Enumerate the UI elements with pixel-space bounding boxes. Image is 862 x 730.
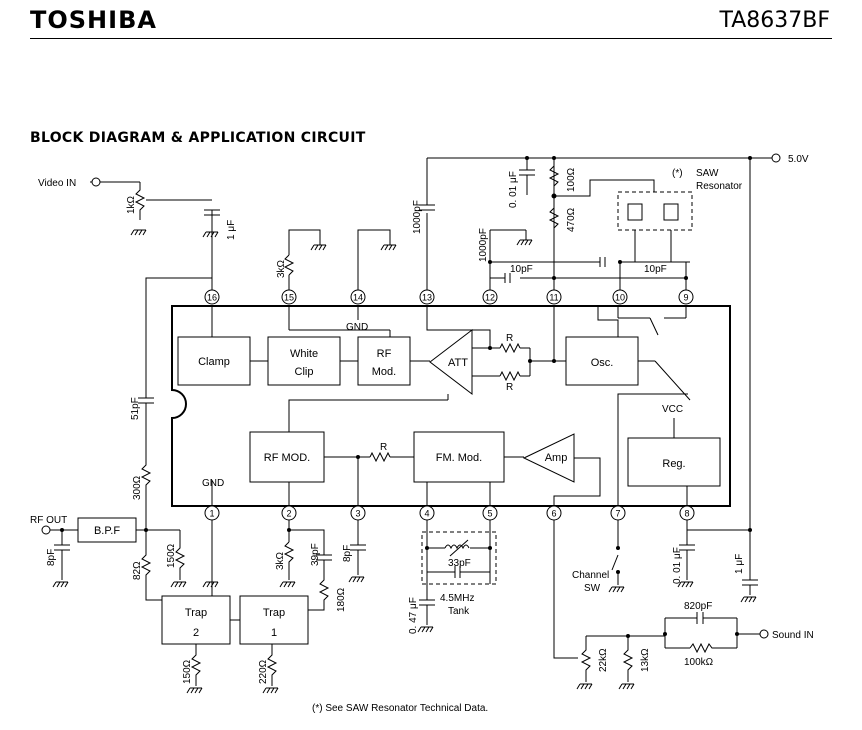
- r-82-label: 82Ω: [132, 561, 143, 580]
- r-150-trap-label: 150Ω: [182, 659, 193, 684]
- c-39pf-label: 39pF: [310, 543, 321, 566]
- channel-label-2: SW: [584, 583, 601, 594]
- c-001uf-top-label: 0. 01 μF: [508, 171, 519, 208]
- pin-16-label: 16: [207, 293, 217, 303]
- r-300-label: 300Ω: [132, 475, 143, 500]
- trap1-label-1: Trap: [263, 607, 285, 619]
- trap2-label-2: 2: [193, 627, 199, 639]
- c-820pf-label: 820pF: [684, 601, 712, 612]
- c-1uf-supply-label: 1 μF: [734, 554, 745, 574]
- c-10pf-b-label: 10pF: [644, 264, 667, 275]
- osc-label: Osc.: [591, 357, 614, 369]
- header-rule: [30, 38, 832, 39]
- pin-4-label: 4: [424, 509, 429, 519]
- pin-2-label: 2: [286, 509, 291, 519]
- supply-terminal: [771, 153, 781, 163]
- r-100-top-label: 100Ω: [566, 167, 577, 192]
- trap1-label-2: 1: [271, 627, 277, 639]
- pin-11-label: 11: [549, 293, 558, 303]
- pin-14-label: 14: [353, 293, 363, 303]
- c-10pf-a-label: 10pF: [510, 264, 533, 275]
- r-100k-label: 100kΩ: [684, 657, 714, 668]
- supply-label: 5.0V: [788, 154, 809, 165]
- r-3k-pin2-label: 3kΩ: [275, 551, 286, 570]
- r-3k-pin15-label: 3kΩ: [276, 259, 287, 278]
- part-number: TA8637BF: [719, 8, 830, 33]
- brand-logo: TOSHIBA: [30, 6, 157, 34]
- clamp-label: Clamp: [198, 356, 230, 368]
- video-in-label: Video IN: [38, 178, 76, 189]
- r-22k-label: 22kΩ: [598, 648, 609, 672]
- pin-8-label: 8: [684, 509, 689, 519]
- pin-7-label: 7: [615, 509, 620, 519]
- pin-3-label: 3: [355, 509, 360, 519]
- bpf-label: B.P.F: [94, 525, 120, 537]
- saw-star-label: (*): [672, 168, 683, 179]
- rf-mod-top-label-2: Mod.: [372, 366, 396, 378]
- pin-6-label: 6: [551, 509, 556, 519]
- r-470-top-label: 470Ω: [566, 207, 577, 232]
- rf-out-label: RF OUT: [30, 515, 67, 526]
- pin-1-label: 1: [209, 509, 214, 519]
- tank-label-1: 4.5MHz: [440, 593, 474, 604]
- footnote: (*) See SAW Resonator Technical Data.: [312, 703, 489, 714]
- gnd-pin1-label: GND: [202, 478, 224, 489]
- ic-outline: [171, 305, 731, 507]
- tank-label-2: Tank: [448, 606, 470, 617]
- rf-mod-bottom-label: RF MOD.: [264, 452, 310, 464]
- section-title: BLOCK DIAGRAM & APPLICATION CIRCUIT: [30, 130, 366, 146]
- r-150-bpf-label: 150Ω: [166, 543, 177, 568]
- c-51pf-label: 51pF: [130, 397, 141, 420]
- fm-mod-label: FM. Mod.: [436, 452, 482, 464]
- r-220-trap-label: 220Ω: [258, 659, 269, 684]
- att-label: ATT: [448, 357, 468, 369]
- channel-label-1: Channel: [572, 570, 609, 581]
- reg-label: Reg.: [662, 458, 685, 470]
- rf-mod-top-label-1: RF: [377, 348, 392, 360]
- pin-10-label: 10: [615, 293, 625, 303]
- white-clip-label-1: White: [290, 348, 318, 360]
- r-mid-label: R: [380, 442, 387, 453]
- pin-5-label: 5: [487, 509, 492, 519]
- pin-15-label: 15: [284, 293, 294, 303]
- white-clip-label-2: Clip: [295, 366, 314, 378]
- c-001uf-pin8-label: 0. 01 μF: [672, 547, 683, 584]
- c-8pf-pin3-label: 8pF: [342, 545, 353, 562]
- r-180-label: 180Ω: [336, 587, 347, 612]
- c-047uf-label: 0. 47 μF: [408, 597, 419, 634]
- rf-out-terminal: [41, 525, 51, 535]
- att-block: [429, 328, 473, 396]
- pin-9-label: 9: [683, 293, 688, 303]
- r-13k-label: 13kΩ: [640, 648, 651, 672]
- c-1uf-video-label: 1 μF: [226, 220, 237, 240]
- saw-label-2: Resonator: [696, 181, 743, 192]
- saw-label-1: SAW: [696, 168, 719, 179]
- r-att-top-label: R: [506, 333, 513, 344]
- vcc-label: VCC: [662, 404, 683, 415]
- gnd-pin14-label: GND: [346, 322, 368, 333]
- amp-label: Amp: [545, 452, 568, 464]
- c-1000pf-pin13-label: 1000pF: [412, 200, 423, 234]
- trap2-label-1: Trap: [185, 607, 207, 619]
- c-33pf-label: 33pF: [448, 558, 471, 569]
- pin-12-label: 12: [485, 293, 495, 303]
- video-in-terminal: [91, 177, 101, 187]
- r-att-bottom-label: R: [506, 382, 513, 393]
- c-1000pf-pin12-label: 1000pF: [478, 228, 489, 262]
- sound-in-label: Sound IN: [772, 630, 814, 641]
- pin-13-label: 13: [422, 293, 432, 303]
- c-8pf-rf-label: 8pF: [46, 549, 57, 566]
- sound-in-terminal: [759, 629, 769, 639]
- r-1k-label: 1kΩ: [126, 195, 137, 214]
